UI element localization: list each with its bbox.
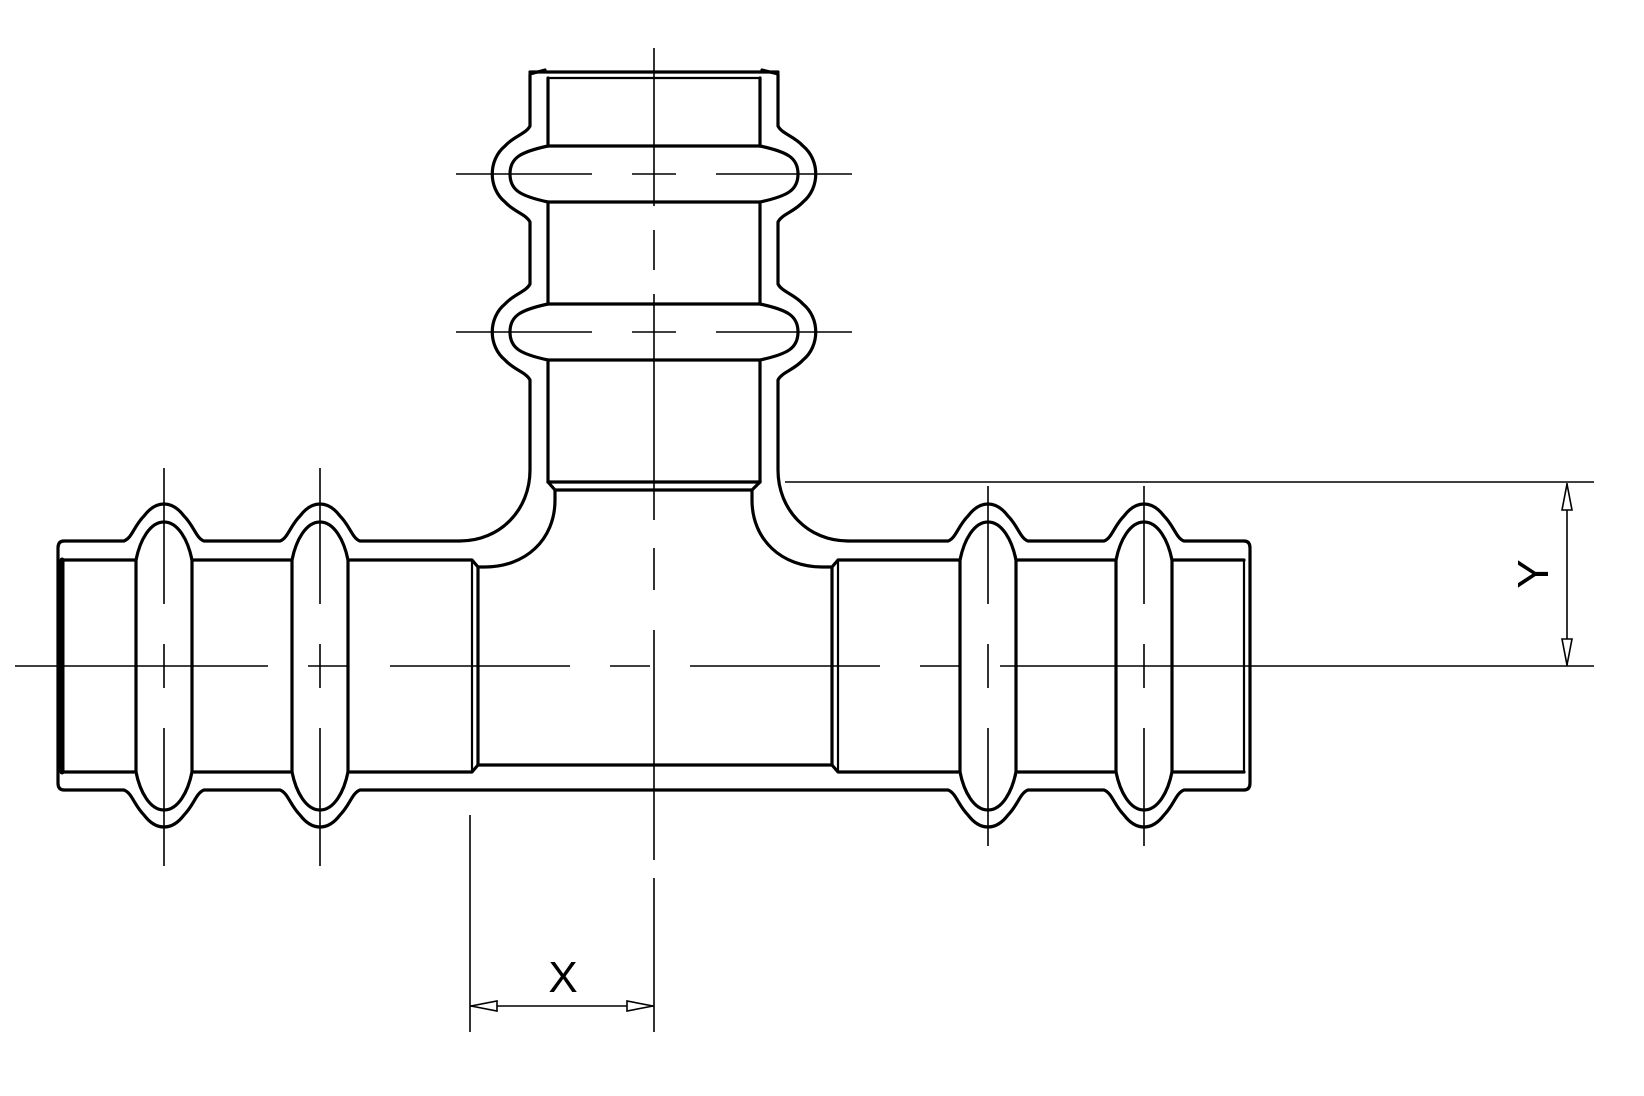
branch-socket — [458, 68, 850, 569]
dimension-y-label: Y — [1509, 559, 1558, 588]
dimension-x-label: X — [548, 953, 577, 1002]
centerlines — [15, 48, 1594, 1032]
dimension-x: X — [469, 815, 654, 1032]
dimension-y: Y — [785, 481, 1594, 666]
